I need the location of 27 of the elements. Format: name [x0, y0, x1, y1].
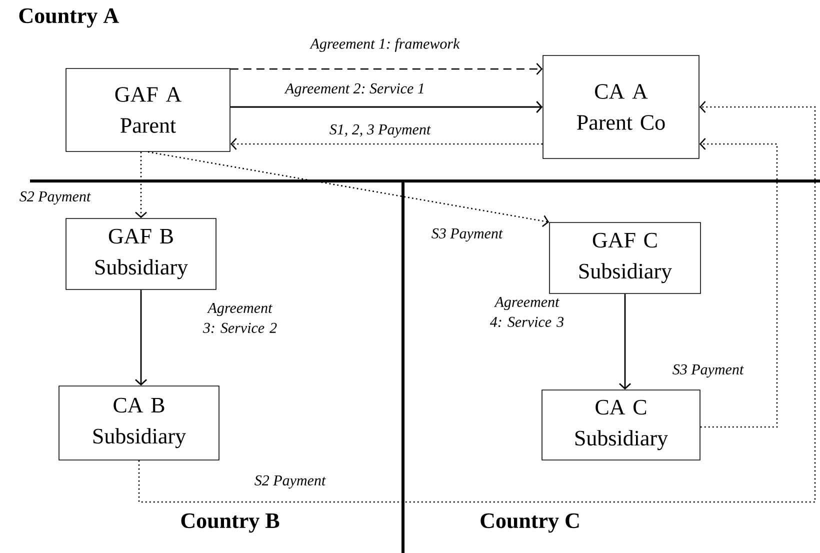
edge-label: Agreement 3: Service 2: [202, 302, 277, 334]
edge-label: S2 Payment: [254, 475, 326, 489]
edge-label: Agreement 4: Service 3: [490, 296, 564, 328]
entity-box: CA B Subsidiary: [58, 386, 220, 460]
edge-label: S3 Payment: [432, 228, 503, 242]
arrow: [230, 63, 543, 75]
region-label: Country A: [19, 8, 119, 28]
arrow: [148, 151, 550, 228]
entity-box: GAF C Subsidiary: [549, 222, 701, 294]
arrow: [619, 294, 631, 390]
entity-box: GAF A Parent: [66, 68, 230, 152]
arrow: [699, 138, 778, 428]
edge-label: Agreement 2: Service 1: [284, 83, 424, 97]
region-label: Country C: [480, 513, 579, 533]
edge-label: S2 Payment: [20, 191, 91, 205]
edge-label: S3 Payment: [672, 364, 744, 378]
region-label: Country B: [181, 513, 280, 533]
edge-label: Agreement 1: framework: [309, 38, 460, 52]
arrow: [230, 101, 543, 113]
arrow: [138, 101, 816, 503]
arrow: [135, 152, 147, 218]
entity-box: CA C Subsidiary: [542, 390, 700, 460]
edge-label: S1, 2, 3 Payment: [330, 124, 431, 138]
arrow: [135, 290, 147, 386]
entity-box: CA A Parent Co: [542, 55, 700, 159]
arrow: [230, 138, 543, 150]
entity-box: GAF B Subsidiary: [66, 218, 216, 290]
